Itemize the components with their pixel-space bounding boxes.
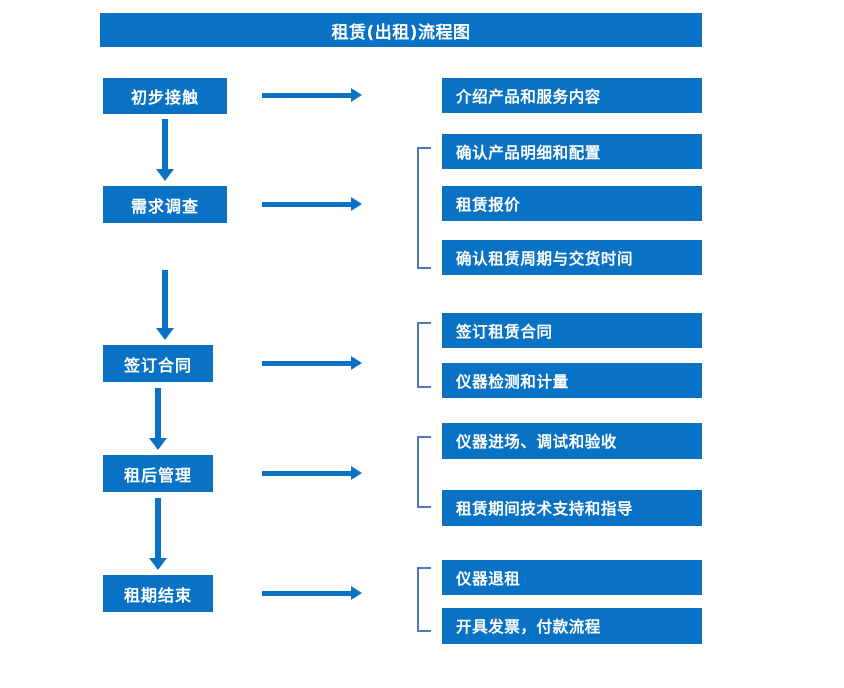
detail-box-5-1[interactable]: 仪器退租 [442,560,702,595]
detail-box-2-3[interactable]: 确认租赁周期与交货时间 [442,240,702,275]
detail-box-2-1[interactable]: 确认产品明细和配置 [442,134,702,169]
horizontal-arrow-3 [262,354,362,374]
horizontal-arrow-2 [262,195,362,215]
detail-box-2-2[interactable]: 租赁报价 [442,186,702,221]
horizontal-arrow-5 [262,584,362,604]
group-bracket-4 [417,436,431,508]
detail-box-3-1[interactable]: 签订租赁合同 [442,313,702,348]
stage-box-4[interactable]: 租后管理 [103,455,213,492]
detail-box-3-2[interactable]: 仪器检测和计量 [442,363,702,398]
vertical-arrow-4-to-5 [147,498,169,570]
vertical-arrow-1-to-2 [154,119,176,181]
vertical-arrow-3-to-4 [147,388,169,450]
group-bracket-2 [417,147,431,269]
group-bracket-5 [417,567,431,632]
diagram-title: 租赁(出租)流程图 [100,13,702,47]
group-bracket-3 [417,322,431,388]
stage-box-3[interactable]: 签订合同 [103,345,213,382]
detail-box-4-2[interactable]: 租赁期间技术支持和指导 [442,490,702,526]
horizontal-arrow-4 [262,464,362,484]
vertical-arrow-2-to-3 [154,270,176,340]
stage-box-1[interactable]: 初步接触 [103,78,227,114]
horizontal-arrow-1 [262,86,362,106]
stage-box-5[interactable]: 租期结束 [103,575,213,612]
stage-box-2[interactable]: 需求调查 [103,186,227,223]
detail-box-5-2[interactable]: 开具发票，付款流程 [442,608,702,644]
detail-box-4-1[interactable]: 仪器进场、调试和验收 [442,423,702,459]
detail-box-1-1[interactable]: 介绍产品和服务内容 [442,78,702,113]
